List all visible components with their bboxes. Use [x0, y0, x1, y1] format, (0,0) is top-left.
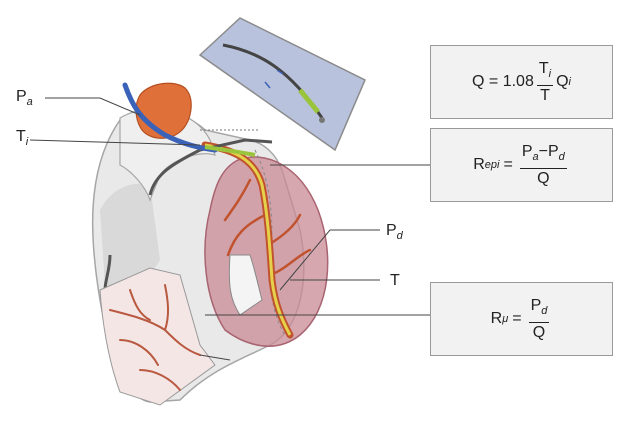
ventricle-cavity	[228, 254, 263, 316]
vessel-dashed-outline	[254, 149, 286, 336]
label-pa: Pa	[16, 88, 33, 109]
guidewire-blue	[122, 82, 218, 153]
leader-lines	[29, 97, 430, 361]
pressure-wire-green	[204, 143, 292, 336]
catheter-line	[148, 138, 273, 196]
label-ti: Ti	[16, 128, 29, 149]
label-pd: Pd	[386, 222, 403, 243]
guidewire-green	[204, 145, 256, 157]
microvasculature-inset	[99, 267, 216, 406]
microvessels	[109, 284, 201, 391]
sensor-inset	[198, 17, 366, 152]
label-t: T	[390, 272, 400, 289]
left-heart-shading	[100, 183, 160, 287]
